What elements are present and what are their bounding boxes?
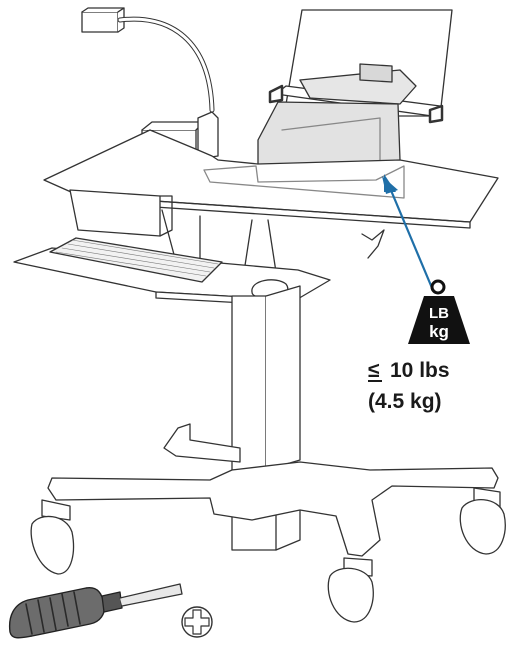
document-camera <box>81 7 215 113</box>
keyboard-tray <box>13 237 331 307</box>
caster-front-center <box>327 557 374 623</box>
cable-hook <box>163 423 241 463</box>
capacity-prefix: ≤ <box>368 359 380 382</box>
screwdriver-icon <box>8 583 183 639</box>
capacity-lbs: 10 lbs <box>390 359 450 382</box>
phillips-head-icon <box>181 606 213 638</box>
weight-unit-lb: LB <box>429 305 449 322</box>
capacity-kg: (4.5 kg) <box>368 390 442 413</box>
weight-unit-kg: kg <box>429 322 449 341</box>
load-arrow <box>382 174 434 289</box>
base <box>30 461 506 623</box>
work-surface <box>43 129 499 259</box>
weight-icon: LB kg <box>408 279 470 344</box>
capacity-label: ≤ 10 lbs (4.5 kg) <box>368 359 450 413</box>
caster-right <box>459 487 506 555</box>
caster-front-left <box>30 499 75 575</box>
